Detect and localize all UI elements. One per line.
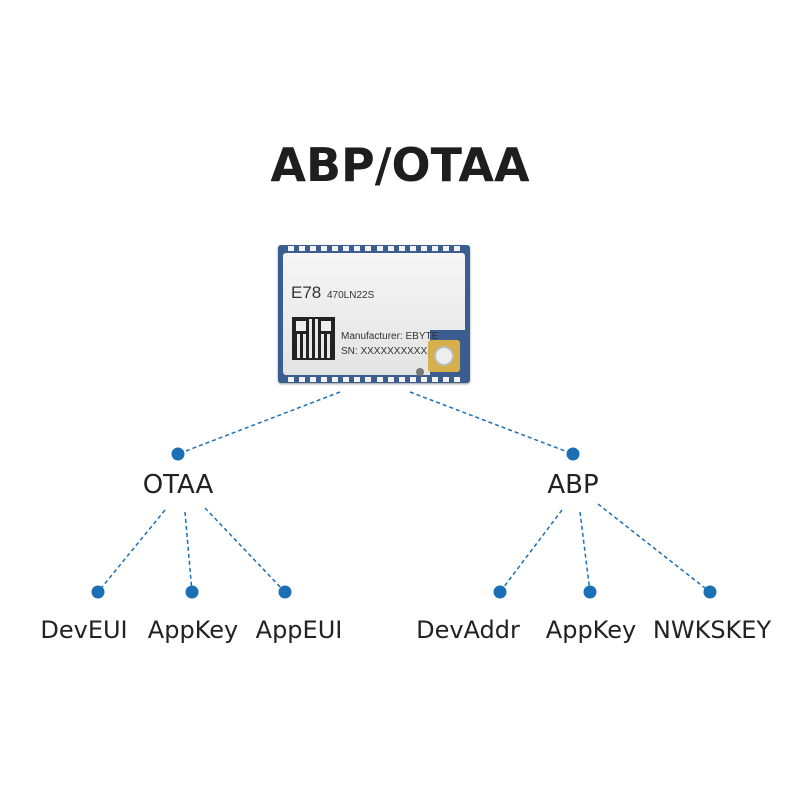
module-bottom-pads	[288, 377, 460, 382]
leaf-label-nwkskey: NWKSKEY	[652, 616, 772, 644]
page-title: ABP/OTAA	[270, 138, 530, 192]
node-otaa-appkey	[185, 585, 199, 599]
node-nwkskey	[703, 585, 717, 599]
module-manufacturer: Manufacturer: EBYTE	[341, 331, 439, 342]
module-model: E78	[291, 283, 322, 302]
link-abp-devaddr	[499, 509, 563, 593]
pin1-marker	[416, 368, 424, 376]
link-otaa-appkey	[184, 511, 193, 593]
node-deveui	[91, 585, 105, 599]
link-abp-appkey	[579, 511, 591, 593]
module-part-number: 470LN22S	[327, 290, 375, 301]
qr-code-icon	[292, 317, 335, 360]
link-abp-nwkskey	[597, 503, 711, 593]
leaf-label-appeui: AppEUI	[255, 616, 343, 644]
branch-label-otaa: OTAA	[142, 470, 214, 500]
leaf-label-devaddr: DevAddr	[416, 616, 520, 644]
leaf-label-abp-appkey: AppKey	[545, 616, 637, 644]
link-module-otaa	[177, 391, 341, 455]
branch-label-abp: ABP	[547, 470, 599, 500]
link-module-abp	[409, 391, 574, 455]
node-appeui	[278, 585, 292, 599]
node-abp-appkey	[583, 585, 597, 599]
module-shield: E78 470LN22S Manufacturer: EBYTE SN: XXX…	[283, 253, 466, 376]
module-top-pads	[288, 246, 460, 251]
node-otaa	[171, 447, 185, 461]
node-devaddr	[493, 585, 507, 599]
antenna-connector-icon	[428, 340, 460, 372]
link-otaa-appeui	[204, 507, 286, 593]
node-abp	[566, 447, 580, 461]
leaf-label-otaa-appkey: AppKey	[147, 616, 239, 644]
lora-module-image: E78 470LN22S Manufacturer: EBYTE SN: XXX…	[278, 245, 470, 383]
link-otaa-deveui	[97, 509, 166, 593]
module-serial: SN: XXXXXXXXXXX	[341, 346, 434, 357]
leaf-label-deveui: DevEUI	[40, 616, 128, 644]
